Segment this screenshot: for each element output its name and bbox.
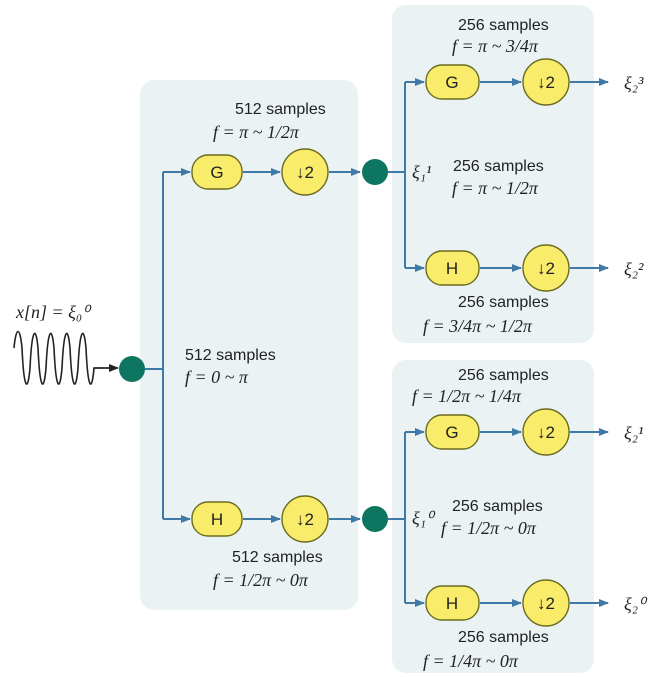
level2-top-h-downsample xyxy=(522,244,570,292)
level2-bottom-g-range: f = 1/2π ~ 1/4π xyxy=(412,386,522,406)
level2-bottom-node-samples: 256 samples xyxy=(452,498,543,515)
level2-bottom-h-downsample-label: ↓2 xyxy=(537,594,555,613)
level2-bottom-h-range: f = 1/4π ~ 0π xyxy=(423,651,519,671)
level1-lower-downsample-label: ↓2 xyxy=(296,510,314,529)
input-signal-wave xyxy=(13,330,112,385)
level2-bottom-node-label: ξ₁⁰ xyxy=(412,508,436,528)
level2-top-node xyxy=(362,159,388,185)
level2-bottom-g-downsample-label: ↓2 xyxy=(537,423,555,442)
level1-g-filter xyxy=(191,154,243,190)
level2-bottom-h-label: H xyxy=(446,594,458,613)
level1-upper-downsample xyxy=(281,148,329,196)
level1-lower-samples: 512 samples xyxy=(232,549,323,566)
level1-panel xyxy=(140,80,358,610)
output-xi-2-1: ξ₂¹ xyxy=(624,423,643,443)
level1-wiring xyxy=(145,168,361,523)
level2-top-node-range: f = π ~ 1/2π xyxy=(452,178,539,198)
level1-split-samples: 512 samples xyxy=(185,347,276,364)
level2-bottom-node xyxy=(362,506,388,532)
level2-top-h-filter xyxy=(425,250,480,286)
level2-bottom-h-filter xyxy=(425,585,480,621)
level1-lower-downsample xyxy=(281,495,329,543)
output-xi-2-3: ξ₂³ xyxy=(624,73,644,93)
level1-upper-samples: 512 samples xyxy=(235,101,326,118)
level2-bottom-g-downsample xyxy=(522,408,570,456)
level1-upper-range: f = π ~ 1/2π xyxy=(213,122,300,142)
level2-top-g-filter xyxy=(425,64,480,100)
level2-top-g-label: G xyxy=(445,73,458,92)
level1-split-range: f = 0 ~ π xyxy=(185,367,249,387)
level2-top-g-range: f = π ~ 3/4π xyxy=(452,36,539,56)
level2-top-g-downsample-label: ↓2 xyxy=(537,73,555,92)
level2-top-wiring xyxy=(388,78,609,272)
level1-h-filter xyxy=(191,501,243,537)
output-xi-2-0: ξ₂⁰ xyxy=(624,594,648,614)
level2-bottom-h-downsample xyxy=(522,579,570,627)
input-node xyxy=(119,356,145,382)
level2-bottom-g-filter xyxy=(425,414,480,450)
level1-upper-downsample-label: ↓2 xyxy=(296,163,314,182)
level1-lower-range: f = 1/2π ~ 0π xyxy=(213,570,309,590)
level1-h-label: H xyxy=(211,510,223,529)
level2-bottom-g-samples: 256 samples xyxy=(458,367,549,384)
level2-top-node-samples: 256 samples xyxy=(453,158,544,175)
level2-bottom-h-samples: 256 samples xyxy=(458,629,549,646)
level2-bottom-wiring xyxy=(388,428,609,607)
level1-g-label: G xyxy=(210,163,223,182)
level2-bottom-node-range: f = 1/2π ~ 0π xyxy=(441,518,537,538)
level2-top-h-range: f = 3/4π ~ 1/2π xyxy=(423,316,533,336)
level2-bottom-g-label: G xyxy=(445,423,458,442)
level2-top-h-samples: 256 samples xyxy=(458,294,549,311)
level2-top-h-downsample-label: ↓2 xyxy=(537,259,555,278)
level2-top-h-label: H xyxy=(446,259,458,278)
output-xi-2-2: ξ₂² xyxy=(624,259,644,279)
level2-top-g-downsample xyxy=(522,58,570,106)
input-label: x[n] = ξ₀⁰ xyxy=(15,302,92,322)
level2-top-node-label: ξ₁¹ xyxy=(412,162,431,182)
level2-top-g-samples: 256 samples xyxy=(458,17,549,34)
